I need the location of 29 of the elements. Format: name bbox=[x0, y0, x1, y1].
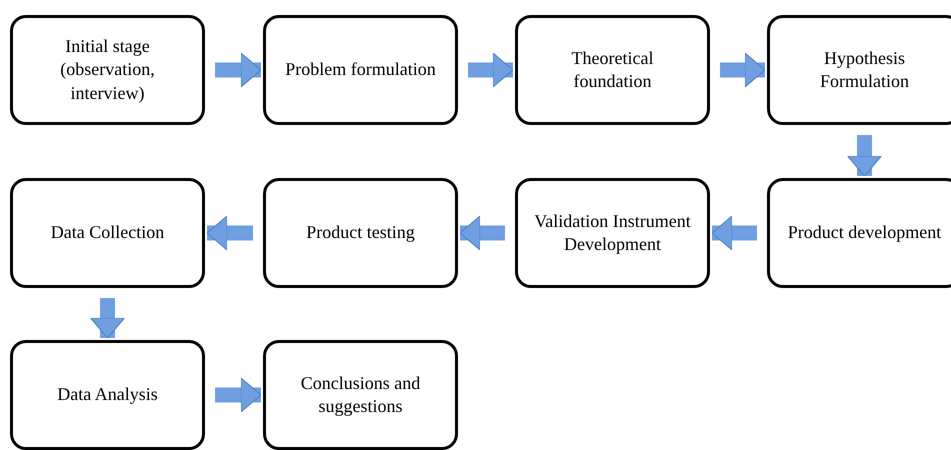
process-box bbox=[10, 340, 205, 450]
process-box bbox=[10, 178, 205, 288]
process-box bbox=[263, 340, 458, 450]
block-arrow bbox=[712, 216, 757, 250]
step-label: Product testing bbox=[306, 221, 415, 244]
step-label: Problem formulation bbox=[285, 58, 436, 82]
process-box bbox=[767, 178, 951, 288]
block-arrow bbox=[460, 216, 505, 250]
process-box bbox=[10, 15, 205, 125]
step-label: Product development bbox=[788, 221, 942, 244]
process-box bbox=[263, 15, 458, 125]
process-box bbox=[515, 15, 710, 125]
step-label: Conclusions and suggestions bbox=[300, 372, 422, 418]
process-box bbox=[515, 178, 710, 288]
block-arrow bbox=[90, 298, 125, 338]
step-label: Data Analysis bbox=[57, 383, 158, 406]
block-arrow bbox=[206, 216, 253, 250]
block-arrow bbox=[215, 52, 262, 88]
block-arrow bbox=[847, 135, 882, 176]
block-arrow bbox=[468, 52, 514, 88]
step-label: Hypothesis Formulation bbox=[819, 46, 910, 93]
step-label: Data Collection bbox=[50, 221, 164, 244]
block-arrow bbox=[720, 52, 766, 88]
block-arrow bbox=[215, 378, 262, 412]
process-box bbox=[767, 15, 951, 125]
step-label: Theoretical foundation bbox=[570, 46, 654, 93]
process-box bbox=[263, 178, 458, 288]
step-label: Validation Instrument Development bbox=[533, 210, 692, 256]
step-label: Initial stage (observation, interview) bbox=[59, 34, 156, 105]
